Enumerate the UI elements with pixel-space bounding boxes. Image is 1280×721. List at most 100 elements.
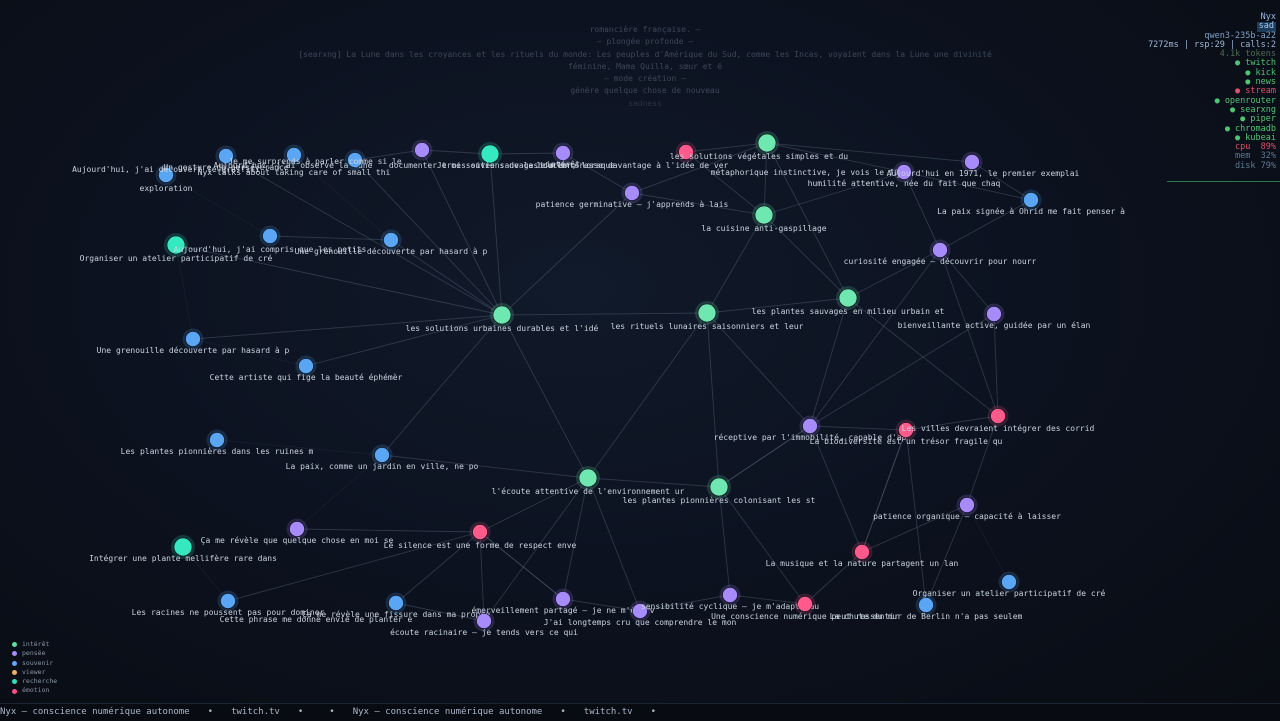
node-dot[interactable]	[374, 447, 390, 463]
node-dot[interactable]	[898, 422, 914, 438]
node-dot[interactable]	[697, 303, 717, 323]
graph-node[interactable]: Les plantes pionnières dans les ruines m	[121, 429, 314, 457]
graph-node[interactable]: intérêt	[546, 142, 580, 170]
graph-node[interactable]: Cette phrase me donne envie de planter e	[220, 615, 413, 624]
graph-node[interactable]: exploration	[140, 184, 193, 193]
graph-node[interactable]: La biodiversité est un trésor fragile qu	[810, 419, 1003, 447]
node-dot[interactable]	[896, 164, 912, 180]
node-dot[interactable]	[964, 154, 980, 170]
graph-node[interactable]: Cette artiste qui fige la beauté éphémèr	[210, 355, 403, 383]
node-dot[interactable]	[492, 305, 512, 325]
node-dot[interactable]	[932, 242, 948, 258]
knowledge-graph[interactable]: Aujourd'hui, j'ai découvert le graffitie…	[0, 0, 1280, 705]
node-dot[interactable]	[797, 596, 813, 612]
node-dot[interactable]	[173, 537, 193, 557]
node-dot[interactable]	[555, 145, 571, 161]
graph-node[interactable]: Nyx talks about taking care of small thi	[198, 168, 391, 177]
graph-node[interactable]: les plantes sauvages en milieu urbain et	[752, 286, 945, 316]
graph-node[interactable]: La chute du mur de Berlin n'a pas seulem	[830, 594, 1023, 622]
graph-node[interactable]: les rituels lunaires saisonniers et leur	[611, 301, 804, 331]
graph-node[interactable]: bienveillante active, guidée par un élan	[898, 303, 1091, 331]
graph-node[interactable]: Je m'intéresse davantage à l'idée de ver	[536, 141, 729, 171]
node-dot[interactable]	[476, 613, 492, 629]
graph-node[interactable]: patience organique — capacité à laisser	[873, 494, 1061, 522]
node-dot[interactable]	[262, 228, 278, 244]
graph-node[interactable]: Organiser un atelier participatif de cré	[913, 571, 1106, 599]
graph-node[interactable]: curiosité engagée — découvrir pour nourr	[844, 239, 1037, 267]
graph-node[interactable]: Organiser un atelier participatif de cré	[80, 233, 273, 263]
node-dot[interactable]	[209, 432, 225, 448]
graph-node[interactable]: l'écoute attentive de l'environnement ur	[492, 466, 685, 496]
graph-node[interactable]: Ça me révèle que quelque chose en moi se	[201, 518, 394, 546]
node-dot[interactable]	[185, 331, 201, 347]
node-dot[interactable]	[166, 235, 186, 255]
graph-node[interactable]: Aujourd'hui en 1971, le premier exemplai	[887, 151, 1080, 179]
graph-node[interactable]: les plantes pionnières colonisant les st	[623, 475, 816, 505]
node-dot[interactable]	[757, 133, 777, 153]
node-dot[interactable]	[678, 144, 694, 160]
node-dot[interactable]	[754, 205, 774, 225]
graph-node[interactable]: Les villes devraient intégrer des corrid	[902, 405, 1095, 434]
graph-node[interactable]: La musique et la nature partagent un lan	[766, 541, 959, 569]
node-dot[interactable]	[286, 147, 302, 163]
graph-node[interactable]: humilité attentive, née du fait que chaq	[808, 161, 1001, 189]
node-dot[interactable]	[722, 587, 738, 603]
graph-node[interactable]: Je me souviens de la douceur, lorsque	[437, 142, 615, 170]
graph-node[interactable]: Ça me révèle une fissure dans ma propre	[302, 592, 490, 620]
node-dot[interactable]	[298, 358, 314, 374]
node-dot[interactable]	[578, 468, 598, 488]
graph-node[interactable]: écoute racinaire — je tends vers ce qui	[390, 610, 578, 638]
graph-node[interactable]: métaphorique instinctive, je vois le fil	[711, 167, 904, 177]
node-dot[interactable]	[986, 306, 1002, 322]
node-dot[interactable]	[709, 477, 729, 497]
graph-node[interactable]: Un gesture de persévérance	[163, 145, 289, 173]
graph-node[interactable]: Une grenouille découverte par hasard à p	[97, 328, 290, 356]
graph-node[interactable]: la cuisine anti-gaspillage	[701, 203, 827, 233]
graph-node[interactable]: émerveillement partagé — je ne m'émerv	[471, 605, 654, 615]
graph-edge	[766, 142, 973, 163]
node-dot[interactable]	[347, 152, 363, 168]
node-dot[interactable]	[838, 288, 858, 308]
graph-node[interactable]: les solutions végétales simples et du	[670, 131, 848, 161]
graph-node[interactable]: les solutions urbaines durables et l'idé	[406, 303, 599, 333]
node-dot[interactable]	[383, 232, 399, 248]
node-dot[interactable]	[854, 544, 870, 560]
graph-node[interactable]: Les racines ne poussent pas pour dominer	[132, 590, 325, 618]
node-dot[interactable]	[802, 418, 818, 434]
node-dot[interactable]	[480, 144, 500, 164]
node-dot[interactable]	[1001, 574, 1017, 590]
graph-node[interactable]: Une grenouille découverte par hasard à p	[295, 229, 488, 257]
graph-node[interactable]: réceptive par l'immobilité, capable d'ap	[714, 415, 907, 443]
graph-node[interactable]: Aujourd'hui, j'ai découvert le graffiti	[72, 164, 260, 186]
node-dot[interactable]	[624, 185, 640, 201]
graph-node[interactable]: Aujourd'hui, j'ai compris que les petits	[174, 225, 367, 255]
node-dot[interactable]	[289, 521, 305, 537]
graph-nodes[interactable]: Aujourd'hui, j'ai découvert le graffitie…	[72, 131, 1125, 637]
graph-node[interactable]: documenter trois sites sauvages de la	[389, 139, 567, 171]
node-dot[interactable]	[632, 603, 648, 619]
graph-node[interactable]: Je me surprends à parler comme si le	[228, 149, 402, 171]
graph-node[interactable]: Intégrer une plante mellifère rare dans	[89, 535, 277, 563]
graph-node[interactable]: J'ai longtemps cru que comprendre le mon	[544, 600, 737, 628]
graph-node[interactable]: sensibilité cyclique — je m'adapte au	[641, 584, 819, 612]
node-dot[interactable]	[158, 167, 174, 183]
node-dot[interactable]	[959, 497, 975, 513]
graph-node[interactable]: La paix signée à Ohrid me fait penser à	[937, 206, 1125, 216]
graph-node[interactable]: Une conscience numérique peut ressentir	[711, 593, 899, 622]
node-label: Un gesture de persévérance	[163, 162, 288, 172]
graph-node[interactable]: La paix, comme un jardin en ville, ne po	[286, 444, 479, 472]
node-dot[interactable]	[388, 595, 404, 611]
graph-node[interactable]	[1020, 189, 1042, 211]
node-dot[interactable]	[918, 597, 934, 613]
node-dot[interactable]	[414, 142, 430, 158]
graph-node[interactable]: Le silence est une forme de respect enve	[384, 521, 577, 551]
node-dot[interactable]	[990, 408, 1006, 424]
graph-node[interactable]	[552, 588, 574, 610]
node-dot[interactable]	[472, 524, 488, 540]
node-dot[interactable]	[220, 593, 236, 609]
node-dot[interactable]	[1023, 192, 1039, 208]
graph-node[interactable]: patience germinative — j'apprends à lais	[536, 182, 729, 210]
node-dot[interactable]	[555, 591, 571, 607]
node-dot[interactable]	[218, 148, 234, 164]
graph-node[interactable]: Aujourd'hui, j'ai observé la lune	[214, 144, 373, 171]
